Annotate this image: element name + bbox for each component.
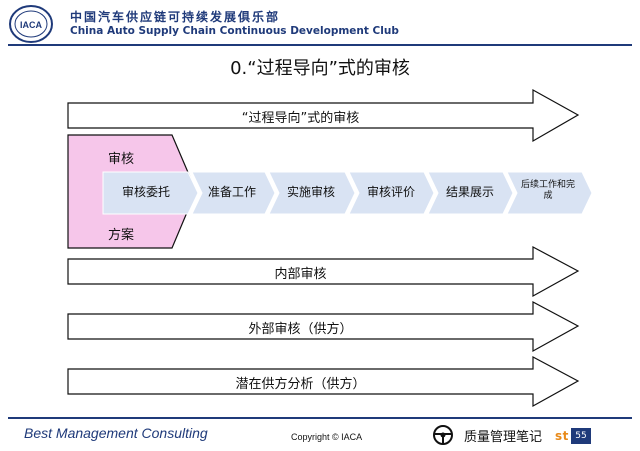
external-audit-label: 外部审核（供方） [248, 322, 353, 337]
footer-divider [8, 417, 632, 419]
step-label-2: 准备工作 [207, 185, 256, 199]
internal-audit-label: 内部审核 [274, 267, 327, 282]
audit-program-top-label: 审核 [108, 152, 135, 167]
watermark-url: st [555, 429, 569, 443]
step-chevron-1 [102, 171, 199, 215]
step-chevron-6 [506, 171, 593, 215]
header-divider [8, 44, 632, 46]
step-label-6: 后续工作和完成 [520, 180, 575, 201]
step-label-5: 结果展示 [445, 185, 494, 199]
external-audit-arrow [67, 301, 580, 353]
internal-audit-arrow [67, 246, 580, 298]
iaca-logo: IACA [9, 5, 53, 43]
step-label-3: 实施审核 [286, 185, 335, 199]
step-chevron-2 [191, 171, 276, 215]
org-name-cn: 中国汽车供应链可持续发展俱乐部 [70, 10, 281, 24]
page-number: 55 [571, 428, 591, 444]
logo-text: IACA [20, 20, 42, 30]
footer-copyright: Copyright © IACA [291, 432, 363, 442]
step-chevron-4 [348, 171, 435, 215]
watermark-logo-icon [433, 425, 453, 445]
step-label-4: 审核评价 [366, 185, 415, 199]
step-chevron-5 [427, 171, 514, 215]
step-label-1: 审核委托 [121, 185, 170, 199]
footer-company: Best Management Consulting [24, 425, 208, 441]
potential-supplier-label: 潜在供方分析（供方） [235, 377, 366, 392]
org-name-en: China Auto Supply Chain Continuous Devel… [70, 25, 399, 37]
watermark-text: 质量管理笔记 [464, 430, 543, 445]
page-title: 0.“过程导向”式的审核 [230, 58, 410, 79]
process-arrow-label: “过程导向”式的审核 [241, 111, 360, 126]
step-chevron-3 [268, 171, 356, 215]
audit-program-bottom-label: 方案 [108, 228, 135, 243]
potential-supplier-arrow [67, 356, 580, 408]
process-arrow [67, 88, 580, 143]
